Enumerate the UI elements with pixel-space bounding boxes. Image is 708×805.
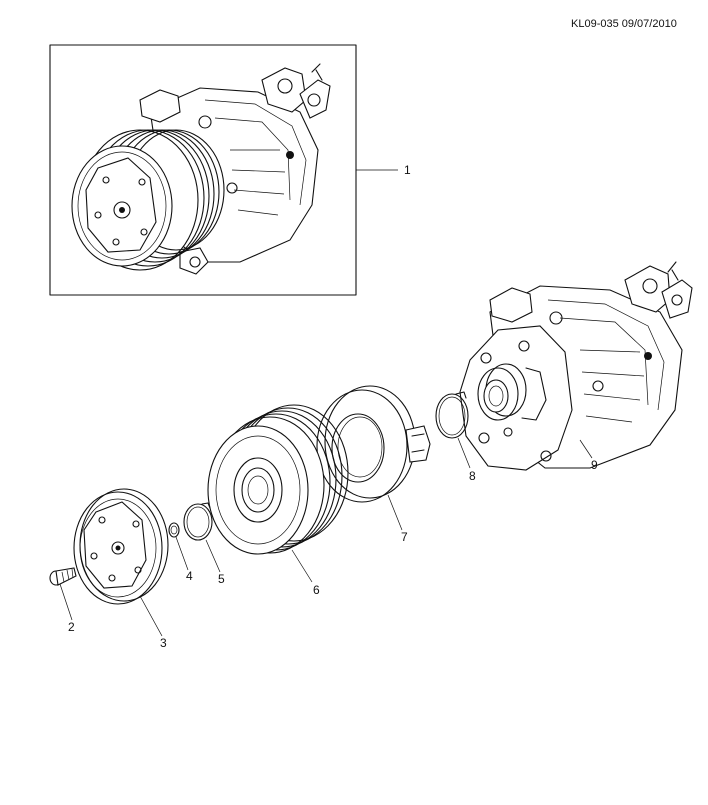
callout-6: 6	[313, 583, 320, 597]
compressor-body-drawing	[459, 261, 693, 471]
callout-8: 8	[469, 469, 476, 483]
callout-5: 5	[218, 572, 225, 586]
callout-1: 1	[404, 163, 411, 177]
clutch-coil-drawing	[316, 385, 431, 503]
leader-lines	[59, 169, 593, 637]
callout-9: 9	[591, 458, 598, 472]
pulley-drawing	[207, 404, 349, 555]
callout-4: 4	[186, 569, 193, 583]
compressor-assembly-drawing	[71, 63, 331, 275]
shim-drawing	[168, 522, 180, 538]
drawing-id: KL09-035 09/07/2010	[571, 18, 677, 30]
bolt-drawing	[49, 567, 77, 586]
callout-7: 7	[401, 530, 408, 544]
retaining-ring-drawing	[435, 391, 469, 439]
snap-ring-drawing	[183, 502, 213, 541]
clutch-plate-drawing	[73, 488, 169, 605]
callout-2: 2	[68, 620, 75, 634]
callout-3: 3	[160, 636, 167, 650]
